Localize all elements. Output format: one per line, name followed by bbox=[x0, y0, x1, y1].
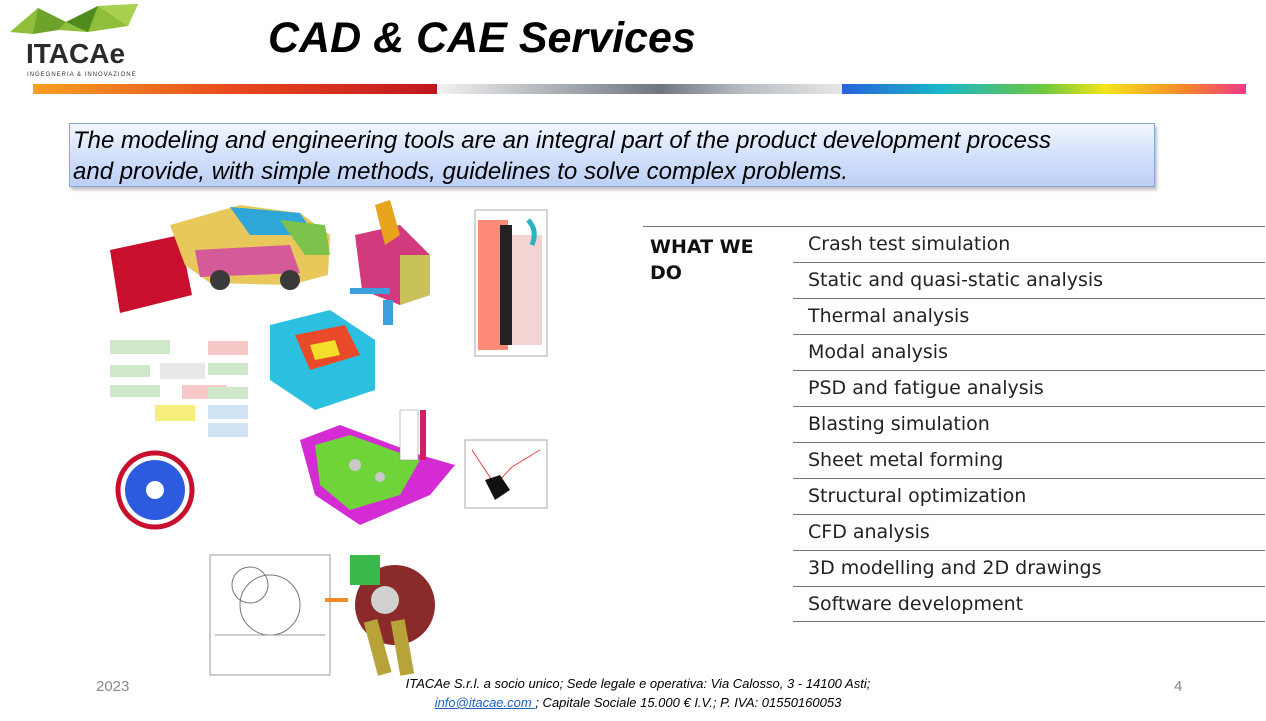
header-color-bar bbox=[33, 84, 1246, 94]
scatter-plot-image bbox=[464, 439, 548, 509]
email-link[interactable]: info@itacae.com bbox=[434, 695, 536, 710]
service-divider bbox=[793, 550, 1265, 551]
service-divider bbox=[793, 262, 1265, 263]
service-item: Thermal analysis bbox=[808, 305, 970, 327]
fem-frame-image bbox=[270, 310, 375, 410]
brake-disc-image bbox=[115, 450, 195, 530]
page-number: 4 bbox=[1174, 678, 1183, 695]
footer-capital-vat: ; Capitale Sociale 15.000 € I.V.; P. IVA… bbox=[535, 695, 842, 710]
service-divider bbox=[793, 370, 1265, 371]
service-item: PSD and fatigue analysis bbox=[808, 377, 1044, 399]
footer-contact-line: info@itacae.com ; Capitale Sociale 15.00… bbox=[0, 695, 1266, 710]
service-divider bbox=[793, 586, 1265, 587]
itacae-logo-icon bbox=[10, 4, 138, 34]
footer-company-line: ITACAe S.r.l. a socio unico; Sede legale… bbox=[405, 676, 871, 691]
car-crash-image bbox=[110, 205, 330, 313]
service-item: Static and quasi-static analysis bbox=[808, 269, 1104, 291]
logo-tagline: INGEGNERIA & INNOVAZIONE bbox=[27, 72, 137, 78]
what-we-do-heading: WHAT WE DO bbox=[650, 234, 754, 286]
service-divider bbox=[793, 334, 1265, 335]
logo-wordmark: ITACAe bbox=[26, 38, 126, 69]
what-we-do-line-1: WHAT WE bbox=[650, 236, 754, 258]
intro-callout: The modeling and engineering tools are a… bbox=[69, 123, 1155, 187]
engineering-images-collage bbox=[110, 200, 548, 676]
table-top-rule bbox=[643, 226, 1265, 227]
drawing-to-3d-image bbox=[209, 554, 435, 676]
service-divider bbox=[793, 478, 1265, 479]
intro-line-2: and provide, with simple methods, guidel… bbox=[73, 158, 849, 185]
table-bottom-rule bbox=[793, 621, 1265, 622]
service-item: Blasting simulation bbox=[808, 413, 990, 435]
mechanical-part-image bbox=[350, 200, 430, 325]
service-divider bbox=[793, 514, 1265, 515]
service-item: Software development bbox=[808, 593, 1024, 615]
service-divider bbox=[793, 406, 1265, 407]
page-title: CAD & CAE Services bbox=[268, 14, 696, 62]
service-item: Crash test simulation bbox=[808, 233, 1011, 255]
footer-year: 2023 bbox=[96, 678, 130, 695]
what-we-do-line-2: DO bbox=[650, 262, 682, 284]
thermal-plot-image bbox=[474, 209, 548, 357]
service-item: Modal analysis bbox=[808, 341, 948, 363]
service-item: CFD analysis bbox=[808, 521, 930, 543]
service-item: 3D modelling and 2D drawings bbox=[808, 557, 1102, 579]
sheet-metal-image bbox=[300, 409, 455, 525]
flowchart-image bbox=[110, 340, 248, 437]
service-item: Structural optimization bbox=[808, 485, 1027, 507]
service-item: Sheet metal forming bbox=[808, 449, 1004, 471]
intro-line-1: The modeling and engineering tools are a… bbox=[73, 127, 1051, 154]
service-divider bbox=[793, 298, 1265, 299]
service-divider bbox=[793, 442, 1265, 443]
